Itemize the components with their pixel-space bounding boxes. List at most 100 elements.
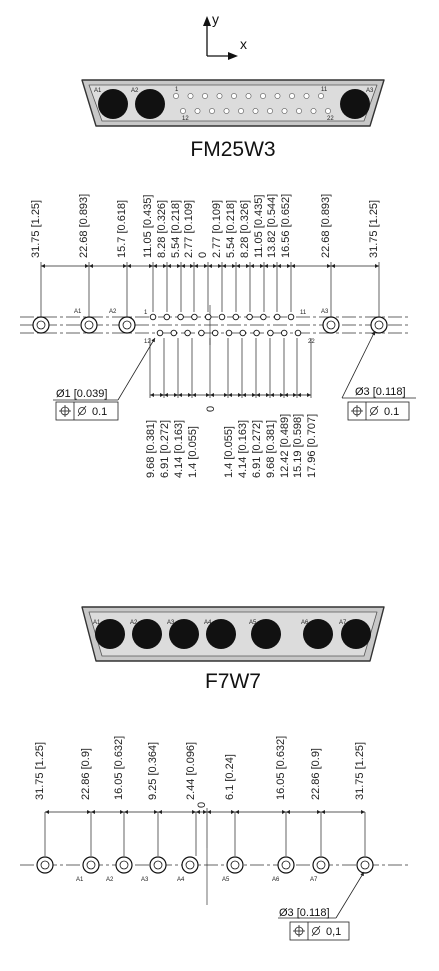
bottom-dim-label: 17.96 [0.707] (306, 414, 318, 478)
signal-pin (281, 108, 288, 114)
signal-pin (303, 93, 310, 99)
face-label-22: 22 (327, 116, 334, 122)
drawing-label-a2: A2 (109, 309, 117, 315)
bottom-dim-label: 4.14 [0.163] (173, 420, 185, 478)
top-dim-label: 31.75 [1.25] (34, 742, 46, 800)
coax-hole-a3 (322, 316, 340, 334)
coax-hole-a1 (80, 316, 98, 334)
drawing-label-12: 12 (144, 339, 151, 345)
top-dimensions: 31.75 [1.25]22.86 [0.9]16.05 [0.632]9.25… (34, 736, 366, 856)
position-tolerance-icon (59, 405, 71, 417)
drawing-label: A2 (106, 877, 114, 883)
connector-title-f7w7: F7W7 (205, 670, 261, 693)
pin-hole (246, 313, 253, 321)
hole-tolerance: 0,1 (326, 926, 341, 938)
position-tolerance-icon (293, 925, 305, 937)
signal-pin (238, 108, 244, 114)
diameter-icon (369, 405, 379, 417)
contact-holes (36, 856, 374, 874)
axis-indicator: y x (203, 11, 247, 60)
pin-hole (239, 329, 247, 337)
signal-pin (194, 108, 201, 114)
drawing-label-a3: A3 (321, 309, 329, 315)
mounting-hole-right (370, 316, 388, 334)
contact-hole (181, 856, 199, 874)
bottom-dim-label: 1.4 [0.055] (187, 426, 199, 478)
pin-hole (156, 329, 164, 337)
hole-callout: Ø3 [0.118] 0,1 (278, 871, 365, 941)
top-dim-label: 22.68 [0.893] (78, 194, 90, 258)
large-hole-tolerance: 0.1 (384, 406, 399, 418)
coax-contact-a1 (98, 89, 128, 119)
contact-hole (312, 856, 330, 874)
signal-pin (180, 108, 186, 114)
top-dim-label: 16.56 [0.652] (280, 194, 292, 258)
signal-pin (202, 93, 208, 99)
signal-pin (187, 93, 194, 99)
signal-pin (318, 93, 324, 99)
pin-hole (287, 313, 295, 321)
coax-contact (132, 619, 162, 649)
signal-pin (231, 93, 237, 99)
face-label-a1: A1 (94, 88, 102, 94)
face-label-a3: A3 (366, 88, 374, 94)
drawing-label: A4 (177, 877, 185, 883)
drawing-label: A7 (310, 877, 318, 883)
drawing-label: A6 (272, 877, 280, 883)
position-tolerance-icon (351, 405, 363, 417)
top-dim-label: 22.86 [0.9] (80, 748, 92, 800)
top-dim-label: 6.1 [0.24] (224, 754, 236, 800)
pin-hole (198, 329, 205, 337)
drawing-label-1: 1 (144, 310, 148, 316)
bottom-dim-label: 9.68 [0.381] (265, 420, 277, 478)
coax-contact (303, 619, 333, 649)
coax-contact-a2 (135, 89, 165, 119)
small-hole-tolerance: 0.1 (92, 406, 107, 418)
top-dim-label: 5.54 [0.218] (225, 200, 237, 258)
face-label: A4 (204, 620, 212, 626)
pin-hole (184, 329, 191, 337)
signal-pin (173, 93, 179, 99)
top-dim-label: 11.05 [0.435] (253, 195, 265, 258)
face-label: A3 (167, 620, 175, 626)
drawing-label: A3 (141, 877, 149, 883)
pin-hole (273, 313, 281, 321)
pin-hole (260, 313, 267, 321)
top-dim-label: 15.7 [0.618] (116, 200, 128, 258)
contact-hole (82, 856, 100, 874)
top-dim-label: 16.05 [0.632] (113, 736, 125, 800)
top-dim-label: 16.05 [0.632] (275, 736, 287, 800)
top-row-pin-holes (149, 313, 295, 321)
signal-pin (296, 108, 302, 114)
top-dim-label: 0 (196, 802, 208, 808)
mounting-hole-left (32, 316, 50, 334)
top-dim-label: 11.05 [0.435] (142, 195, 154, 258)
drawing-label-11: 11 (300, 310, 307, 316)
pin-hole (170, 329, 178, 337)
pin-hole (294, 329, 302, 337)
pin-hole (163, 313, 171, 321)
face-label: A1 (93, 620, 101, 626)
pin-hole (218, 313, 226, 321)
diameter-icon (77, 405, 87, 417)
large-hole-callout: Ø3 [0.118] 0.1 (341, 330, 416, 421)
pin-hole (211, 329, 219, 337)
drawing-label: A5 (222, 877, 230, 883)
pin-hole (149, 313, 157, 321)
signal-pin (289, 93, 295, 99)
bottom-dim-label: 12.42 [0.489] (279, 414, 291, 478)
face-label-11: 11 (321, 87, 328, 93)
bottom-dim-label: 6.91 [0.272] (251, 420, 263, 478)
pin-hole (267, 329, 274, 337)
contact-hole (356, 856, 374, 874)
top-dim-label: 31.75 [1.25] (368, 200, 380, 258)
coax-contact (206, 619, 236, 649)
large-hole-diameter: Ø3 [0.118] (355, 386, 406, 398)
top-dim-label: 31.75 [1.25] (354, 742, 366, 800)
x-axis-label: x (240, 36, 247, 52)
y-axis-label: y (212, 11, 219, 27)
top-dim-label: 31.75 [1.25] (30, 200, 42, 258)
top-dim-label: 22.86 [0.9] (310, 748, 322, 800)
